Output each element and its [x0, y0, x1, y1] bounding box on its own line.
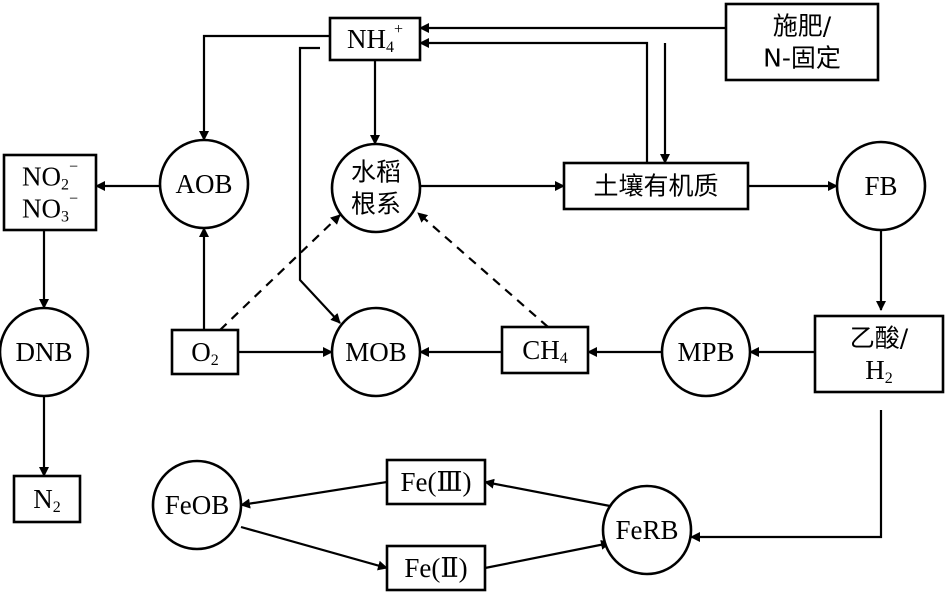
node-fe2: Fe(Ⅱ) [385, 544, 487, 592]
node-fb: FB [835, 140, 927, 232]
arrow-soil-om-to-nh4 [419, 38, 649, 163]
superscript: − [69, 190, 78, 207]
arrow-ferb-to-fe3 [484, 478, 611, 508]
node-label: FB [864, 171, 897, 201]
node-rect [328, 16, 422, 62]
node-circle [835, 140, 927, 232]
node-label: 水稻 [351, 158, 401, 187]
node-label: 土壤有机质 [593, 172, 718, 201]
node-rect [12, 474, 82, 524]
node-no2no3: NO2−NO3− [2, 153, 98, 232]
node-label: MPB [677, 337, 734, 367]
node-n2: N2 [12, 474, 82, 524]
node-label: DNB [15, 337, 72, 367]
node-label: FeRB [615, 515, 678, 545]
node-label: NO2− [22, 158, 78, 193]
node-circle [330, 306, 422, 398]
arrow-ch4-to-rice-root [417, 212, 549, 328]
node-feob: FeOB [151, 459, 243, 551]
subscript: 4 [560, 350, 568, 367]
node-rect [562, 161, 750, 211]
arrow-fe3-to-feob [240, 480, 388, 509]
node-label: 根系 [351, 190, 401, 219]
node-ferb: FeRB [601, 484, 693, 576]
node-rect [500, 325, 590, 375]
node-o2: O2 [170, 328, 240, 376]
subscript: 4 [386, 39, 394, 56]
node-rect [813, 314, 945, 394]
node-nh4: NH4+ [328, 16, 422, 62]
node-ch4: CH4 [500, 325, 590, 375]
node-circle [151, 459, 243, 551]
node-circle [601, 484, 693, 576]
node-aob: AOB [158, 138, 250, 230]
node-circle [0, 306, 90, 398]
arrow-o2-to-rice-root [219, 214, 341, 331]
subscript: 3 [61, 208, 69, 225]
arrow-acetate-h2-to-ferb [690, 410, 883, 542]
node-circle [158, 138, 250, 230]
node-rect [385, 544, 487, 592]
subscript: 2 [211, 352, 219, 369]
subscript: 2 [61, 176, 69, 193]
node-label: N-固定 [763, 44, 841, 73]
subscript: 2 [53, 499, 61, 516]
subscript: 2 [885, 370, 893, 387]
superscript: + [394, 21, 403, 38]
arrow-fe2-to-ferb [484, 539, 611, 570]
node-label: 乙酸/ [850, 324, 909, 353]
node-fertilizer: 施肥/N-固定 [724, 2, 880, 82]
node-label: Fe(Ⅱ) [404, 553, 467, 583]
node-circle [330, 142, 422, 234]
node-rect [170, 328, 240, 376]
edges-layer [39, 23, 886, 571]
node-rect [385, 458, 487, 506]
superscript: − [69, 158, 78, 175]
node-circle [660, 306, 752, 398]
arrow-nh4-to-mob [298, 46, 341, 324]
node-label: NO3− [22, 190, 78, 225]
node-label: AOB [175, 169, 232, 199]
node-label: Fe(Ⅲ) [400, 467, 471, 497]
node-label: MOB [345, 337, 407, 367]
node-fe3: Fe(Ⅲ) [385, 458, 487, 506]
node-label: CH4 [522, 335, 568, 367]
node-rect [2, 153, 98, 232]
arrow-feob-to-fe2 [240, 525, 388, 571]
node-rect [724, 2, 880, 82]
node-label: NH4+ [347, 21, 403, 56]
arrow-nh4-to-aob [199, 34, 330, 141]
node-dnb: DNB [0, 306, 90, 398]
node-mob: MOB [330, 306, 422, 398]
node-label: FeOB [165, 490, 230, 520]
node-acetate-h2: 乙酸/H2 [813, 314, 945, 394]
node-mpb: MPB [660, 306, 752, 398]
node-label: 施肥/ [773, 12, 832, 41]
node-soil-om: 土壤有机质 [562, 161, 750, 211]
